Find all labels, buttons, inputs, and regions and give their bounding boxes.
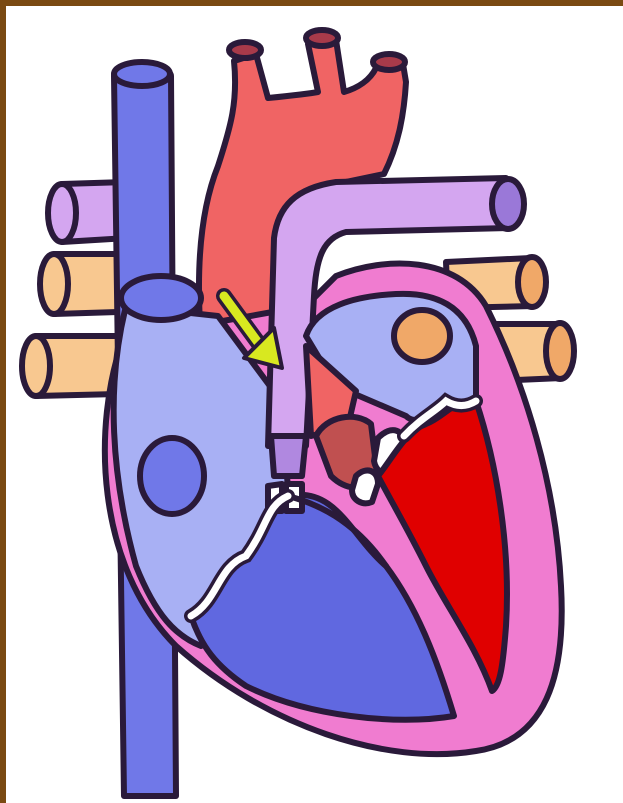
aorta-branch-middle-opening [306,30,338,46]
pulmonary-vein-right-upper-opening [518,257,546,307]
pulmonary-valve [271,436,306,476]
superior-vena-cava-opening [121,276,201,320]
heart-diagram [6,6,623,803]
aorta-branch-right-opening [373,54,405,70]
pulmonary-artery-left-opening [48,184,76,242]
pulmonary-vein-left-upper-opening [40,254,68,314]
vena-cava-top-opening [114,62,170,86]
aorta-branch-left-opening [229,42,261,58]
pulmonary-artery-right-opening [492,179,524,229]
pulmonary-vein-left-lower-opening [22,336,50,396]
inferior-vena-cava-opening [140,438,204,514]
pulmonary-vein-right-lower-opening [546,323,574,379]
pulmonary-vein-opening [394,310,450,362]
